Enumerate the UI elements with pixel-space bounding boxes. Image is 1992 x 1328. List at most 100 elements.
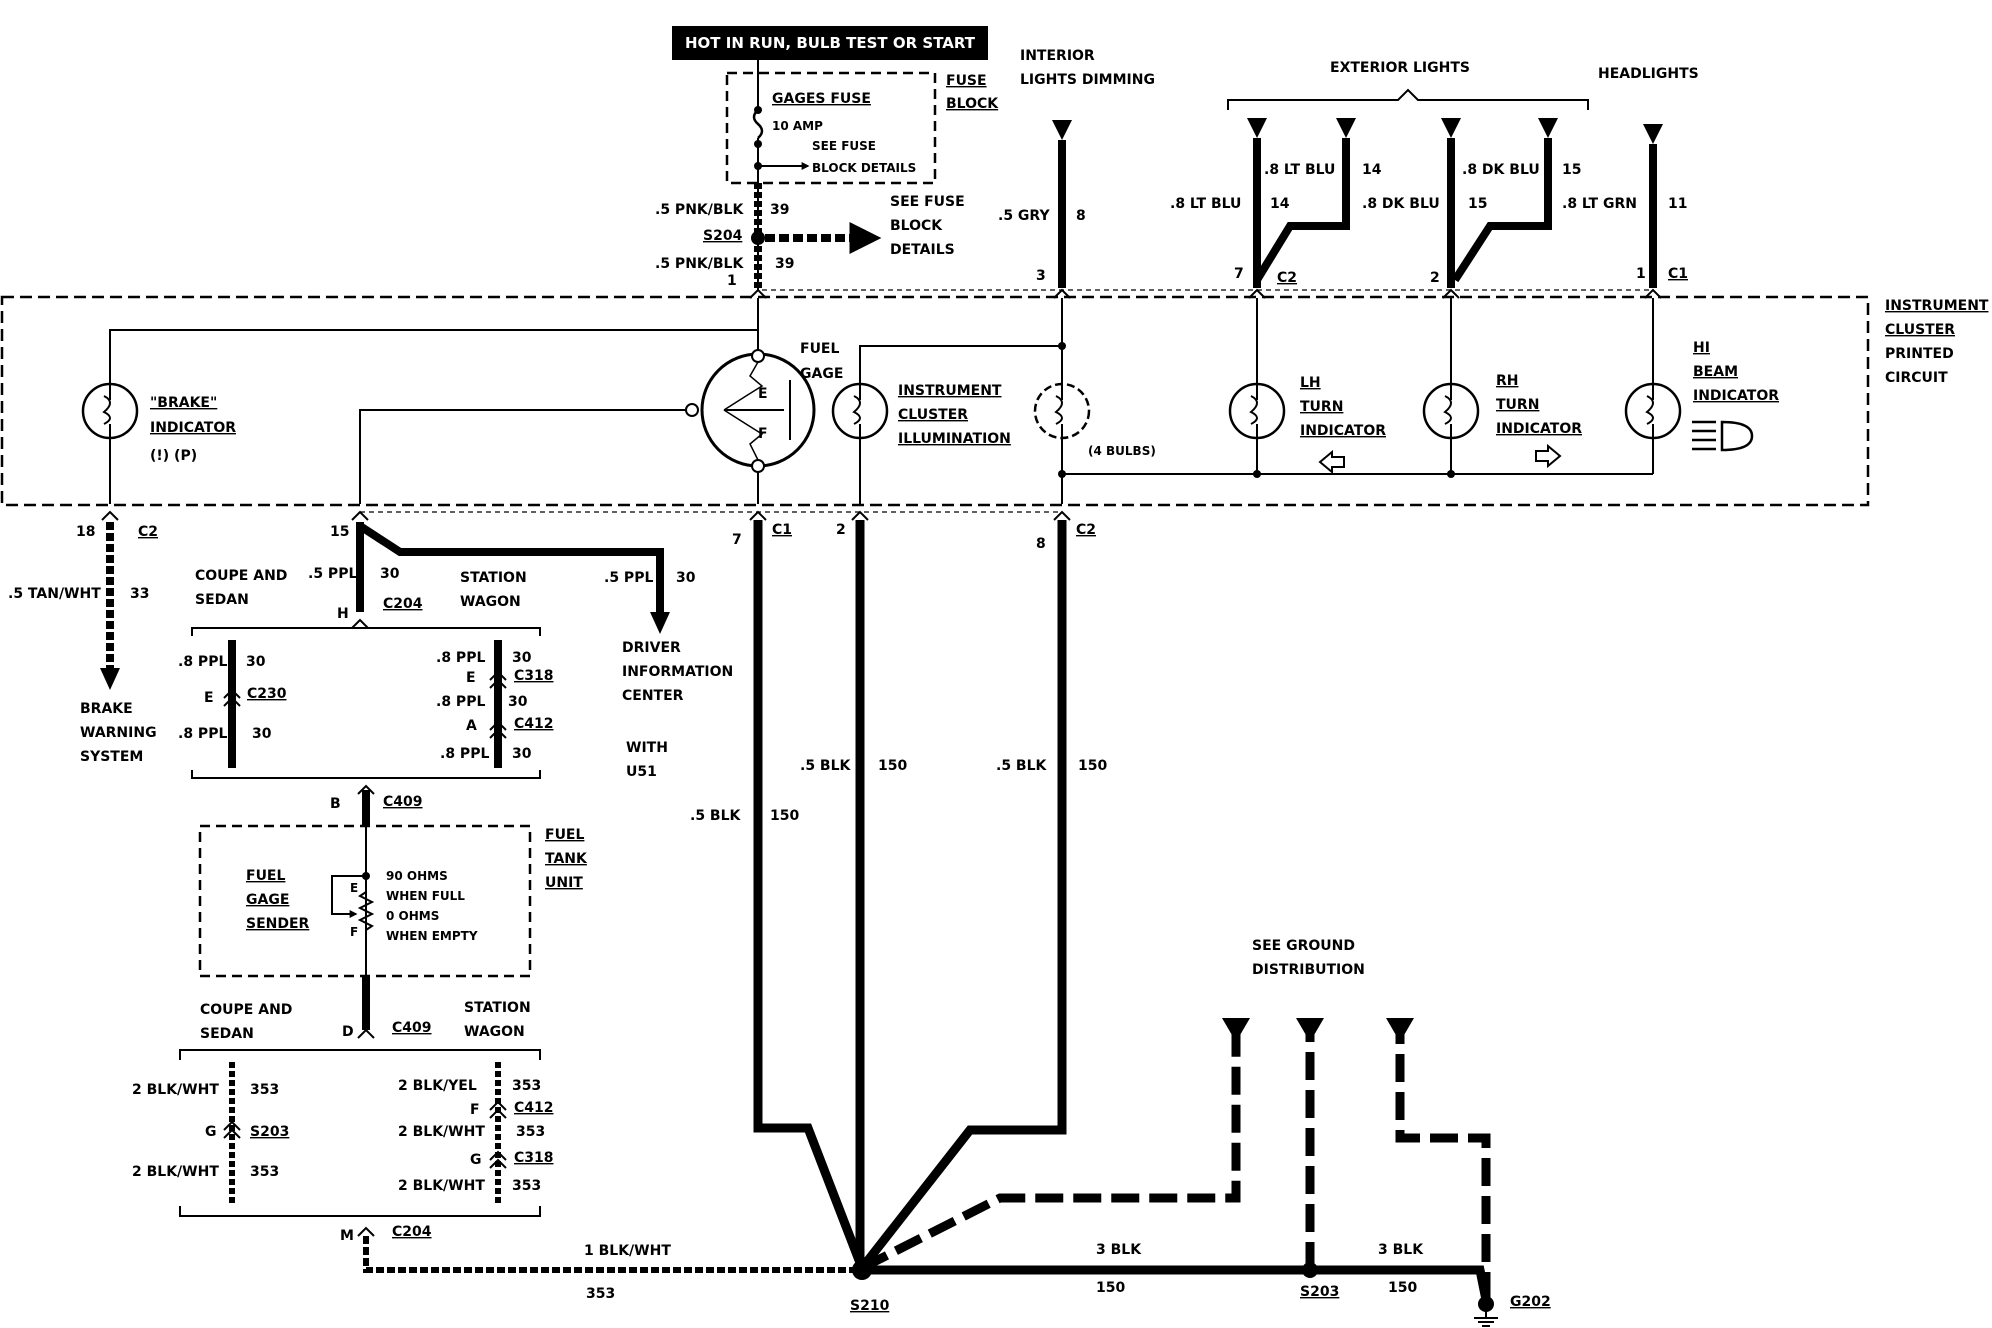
feed-arrow	[1336, 118, 1356, 138]
ground-arrow	[1296, 1018, 1324, 1042]
illumination-label: ILLUMINATION	[898, 431, 1011, 447]
pin-number: E	[466, 670, 476, 686]
cluster-label: INSTRUMENT	[1885, 298, 1989, 314]
coupe-sedan-label: COUPE AND	[200, 1002, 292, 1018]
hi-beam-bulb	[1624, 382, 1682, 440]
lh-turn-label: TURN	[1300, 399, 1343, 415]
wire-label: .5 BLK	[690, 808, 742, 824]
fuel-gage-label: GAGE	[800, 366, 843, 382]
cluster-label: PRINTED	[1885, 346, 1954, 362]
wire-label: .8 PPL	[436, 694, 485, 710]
wire-label: 1 BLK/WHT	[584, 1243, 671, 1259]
instrument-cluster-box	[0, 295, 1870, 507]
inline-connector	[489, 1100, 507, 1119]
connector-label: C230	[247, 686, 287, 702]
fuse-see-details: BLOCK DETAILS	[812, 161, 916, 175]
sender-f: F	[350, 925, 358, 939]
pin-number: B	[330, 796, 341, 812]
station-wagon-label: STATION	[460, 570, 527, 586]
sender-wiper	[331, 875, 366, 918]
coupe-sedan-label: COUPE AND	[195, 568, 287, 584]
circuit-node	[1253, 470, 1261, 478]
pin-number: 8	[1036, 536, 1046, 552]
connector-label: C318	[514, 668, 554, 684]
wire-number: 150	[770, 808, 799, 824]
ground-arrow	[1222, 1018, 1250, 1042]
circuit-node	[1058, 470, 1066, 478]
illumination-label: CLUSTER	[898, 407, 968, 423]
four-bulbs-label: (4 BULBS)	[1088, 444, 1156, 458]
fuel-tank-label: UNIT	[545, 875, 583, 891]
feed-arrow	[1247, 118, 1267, 138]
fuse-see-details: SEE FUSE	[812, 139, 876, 153]
lh-turn-label: INDICATOR	[1300, 423, 1386, 439]
ground-dashed-wires	[859, 1034, 1491, 1300]
fuel-gage-label: FUEL	[800, 341, 839, 357]
dk-blu-wire	[1451, 138, 1552, 283]
illumination-bulb	[831, 382, 889, 440]
down-arrow	[100, 668, 120, 690]
connector-label: C204	[383, 596, 423, 612]
illumination-label: INSTRUMENT	[898, 383, 1002, 399]
wire-number: 30	[512, 650, 532, 666]
ground-symbol-icon	[1474, 1296, 1498, 1327]
rh-turn-label: TURN	[1496, 397, 1539, 413]
ppl-wire-dic	[357, 522, 664, 612]
wire-number: 11	[1668, 196, 1687, 212]
lt-blu-wire	[1253, 138, 1350, 283]
wire-label: .8 DK BLU	[1462, 162, 1540, 178]
headlights-label: HEADLIGHTS	[1598, 66, 1699, 82]
gauge-f-label: F	[758, 426, 768, 442]
sender-label: FUEL	[246, 868, 285, 884]
lh-turn-label: LH	[1300, 375, 1321, 391]
wire-label: 3 BLK	[1096, 1242, 1142, 1258]
s204-splice	[751, 231, 765, 245]
wire-label: .8 LT GRN	[1562, 196, 1637, 212]
sender-ohms: 0 OHMS	[386, 909, 439, 923]
wire-label: .5 TAN/WHT	[8, 586, 101, 602]
sender-ohms: 90 OHMS	[386, 869, 448, 883]
connector-label: C2	[138, 524, 158, 540]
wire-label: 2 BLK/WHT	[132, 1082, 219, 1098]
station-wagon-label: STATION	[464, 1000, 531, 1016]
blk-wht-bottom-wire	[363, 1236, 860, 1273]
rh-turn-label: RH	[1496, 373, 1519, 389]
wire-number: 14	[1270, 196, 1290, 212]
fuse-block-label: FUSE	[946, 73, 987, 89]
ground-label: G202	[1510, 1294, 1551, 1310]
connector-label: C318	[514, 1150, 554, 1166]
banner-box	[672, 26, 988, 60]
wire-label: .8 PPL	[436, 650, 485, 666]
wire-label: .8 LT BLU	[1170, 196, 1241, 212]
splice-label: S204	[703, 228, 743, 244]
exterior-bracket	[1227, 88, 1589, 110]
see-fuse-text: BLOCK	[890, 218, 943, 234]
wire-label: .5 PPL	[308, 566, 357, 582]
brake-system-label: WARNING	[80, 725, 157, 741]
connector-label: C409	[383, 794, 423, 810]
wire-number: 150	[878, 758, 907, 774]
inline-connector	[489, 670, 507, 689]
wire-number: 150	[1388, 1280, 1417, 1296]
wire-label: .5 BLK	[800, 758, 852, 774]
sender-e: E	[350, 881, 358, 895]
wire-label: .8 PPL	[178, 654, 227, 670]
banner-text: HOT IN RUN, BULB TEST OR START	[685, 34, 976, 52]
wire-label: 2 BLK/YEL	[398, 1078, 477, 1094]
inline-connector	[223, 688, 241, 707]
wire-number: 39	[770, 202, 789, 218]
wire-label: .8 DK BLU	[1362, 196, 1440, 212]
brake-indicator-label: "BRAKE"	[150, 395, 217, 411]
wire-label: 3 BLK	[1378, 1242, 1424, 1258]
wire-number: 150	[1078, 758, 1107, 774]
feed-arrow	[1643, 124, 1663, 144]
fuel-tank-label: TANK	[545, 851, 588, 867]
station-wagon-label: WAGON	[460, 594, 521, 610]
pin-number: E	[204, 690, 214, 706]
wire-label: .5 PNK/BLK	[655, 256, 744, 272]
wire-number: 15	[1562, 162, 1581, 178]
wire-number: 353	[586, 1286, 615, 1302]
wire-label: .5 PNK/BLK	[655, 202, 744, 218]
wire-number: 14	[1362, 162, 1382, 178]
